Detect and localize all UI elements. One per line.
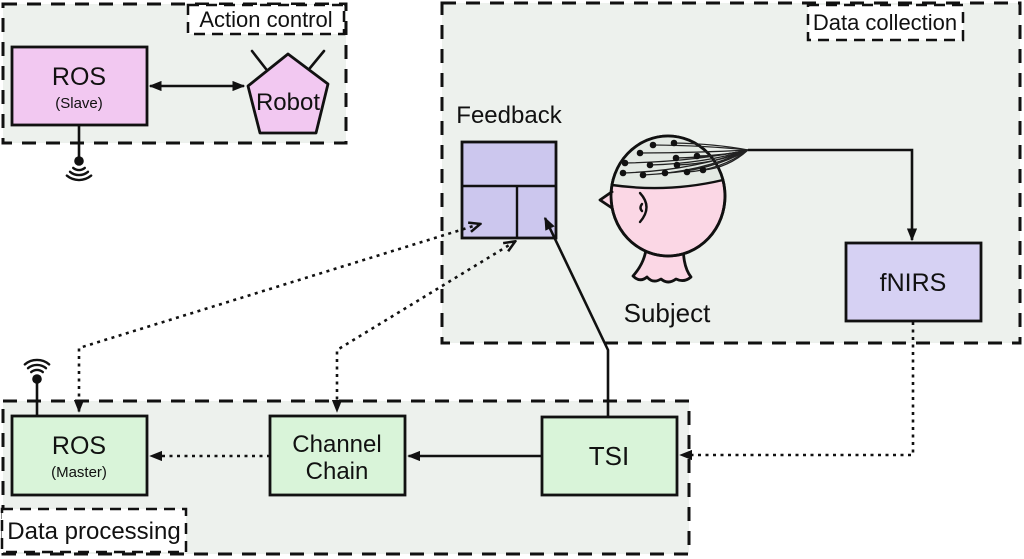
robot-antenna-right xyxy=(308,49,326,70)
data-processing-label: Data processing xyxy=(7,518,180,545)
data-collection-label-box xyxy=(806,3,965,42)
channel-chain-label-1: Channel xyxy=(292,431,381,458)
edge-feedback-channelchain xyxy=(337,242,515,412)
channel-chain-node: Channel Chain xyxy=(268,414,407,497)
robot-label: Robot xyxy=(256,89,320,116)
edge-subject-fnirs xyxy=(748,148,918,242)
ros-master-subtitle: (Master) xyxy=(51,464,107,481)
cap-edge-line xyxy=(611,178,724,190)
electrode-wires xyxy=(622,142,749,176)
edge-rosmaster-feedback xyxy=(79,224,480,412)
ros-master-title: ROS xyxy=(52,432,106,460)
feedback-node: Feedback xyxy=(456,102,563,240)
tsi-box xyxy=(540,415,679,497)
fnirs-label: fNIRS xyxy=(880,269,947,297)
ros-master-wifi-icon xyxy=(23,358,51,416)
subject-ear xyxy=(638,191,648,224)
fnirs-node: fNIRS xyxy=(844,241,983,323)
fnirs-box xyxy=(844,241,983,323)
ros-slave-wifi-icon xyxy=(65,125,93,182)
channel-chain-box xyxy=(268,414,407,497)
subject-ear-inner xyxy=(639,202,644,213)
channel-chain-label-2: Chain xyxy=(306,458,369,485)
section-labels: Action control Data collection Data proc… xyxy=(0,3,965,554)
edge-tsi-feedback xyxy=(543,216,610,417)
data-processing-label-box xyxy=(0,507,188,554)
edges xyxy=(79,80,918,462)
subject-node: Subject xyxy=(598,134,749,328)
action-control-label: Action control xyxy=(199,7,332,32)
robot-node: Robot xyxy=(246,49,330,135)
feedback-label: Feedback xyxy=(456,102,562,129)
ros-slave-subtitle: (Slave) xyxy=(55,95,103,112)
subject-label: Subject xyxy=(624,298,711,328)
action-control-label-box xyxy=(186,3,346,36)
robot-pentagon xyxy=(246,52,330,135)
ros-master-node: ROS (Master) xyxy=(10,414,149,497)
subject-head-outline xyxy=(609,134,727,258)
edge-fnirs-tsi xyxy=(679,322,915,461)
ros-slave-node: ROS (Slave) xyxy=(10,45,149,127)
ros-master-box xyxy=(10,414,149,497)
tsi-node: TSI xyxy=(540,415,679,497)
ros-slave-title: ROS xyxy=(52,63,106,91)
feedback-screen xyxy=(460,140,558,240)
data-collection-label: Data collection xyxy=(813,10,957,35)
tsi-label: TSI xyxy=(589,441,629,471)
electrode-dots xyxy=(619,139,707,179)
robot-antenna-left xyxy=(250,49,268,71)
